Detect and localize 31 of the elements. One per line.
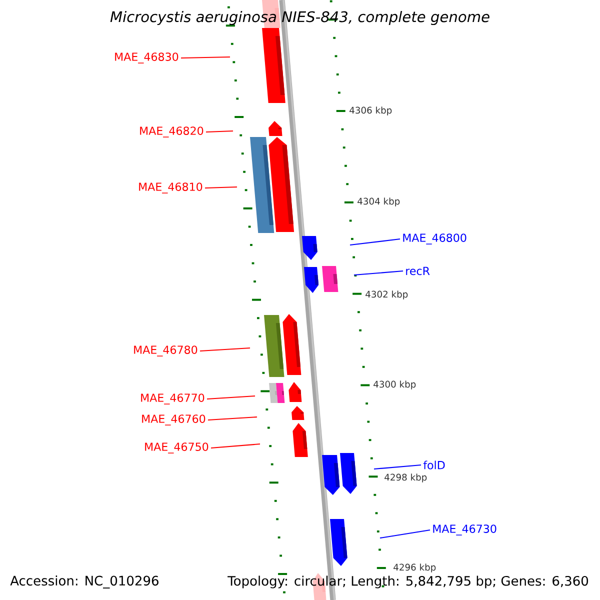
title: Microcystis aeruginosa NIES-843, complete genome [110, 10, 490, 26]
scale-label: 4298 kbp [384, 474, 427, 482]
gene-label: MAE_46770 [141, 394, 204, 404]
scale-label: 4306 kbp [350, 106, 392, 116]
leader-line [380, 529, 430, 539]
scale-label: 4304 kbp [358, 198, 400, 206]
leader-line [206, 395, 256, 400]
gene-label: MAE_46800 [403, 234, 466, 244]
gene-label: MAE_46730 [433, 524, 496, 536]
leader-line [208, 416, 258, 421]
genome-info-text: Topology: circular; Length: 5,842,795 bp; Genes: 6,360 [228, 576, 588, 588]
gene-label: MAE_46780 [134, 346, 198, 356]
leader-line [374, 464, 422, 470]
gene-label: MAE_46760 [142, 414, 206, 426]
leader-line [204, 186, 238, 189]
scale-label: 4300 kbp [374, 380, 416, 390]
gene-label: MAE_46820 [140, 126, 204, 138]
gene-label: recR [406, 266, 430, 276]
gene-label: MAE_46750 [145, 442, 208, 454]
gene-label: folD [423, 460, 445, 470]
accession-text: Accession: NC_010296 [10, 576, 158, 588]
leader-line [181, 56, 230, 59]
scale-label: 4296 kbp [394, 564, 436, 572]
gene-label: MAE_46810 [139, 182, 202, 194]
gene-label: MAE_46830 [115, 52, 178, 64]
leader-line [350, 238, 400, 246]
leader-line [354, 270, 404, 276]
scale-label: 4302 kbp [366, 290, 408, 300]
leader-line [210, 443, 260, 449]
leader-line [206, 130, 234, 133]
leader-line [200, 347, 250, 352]
